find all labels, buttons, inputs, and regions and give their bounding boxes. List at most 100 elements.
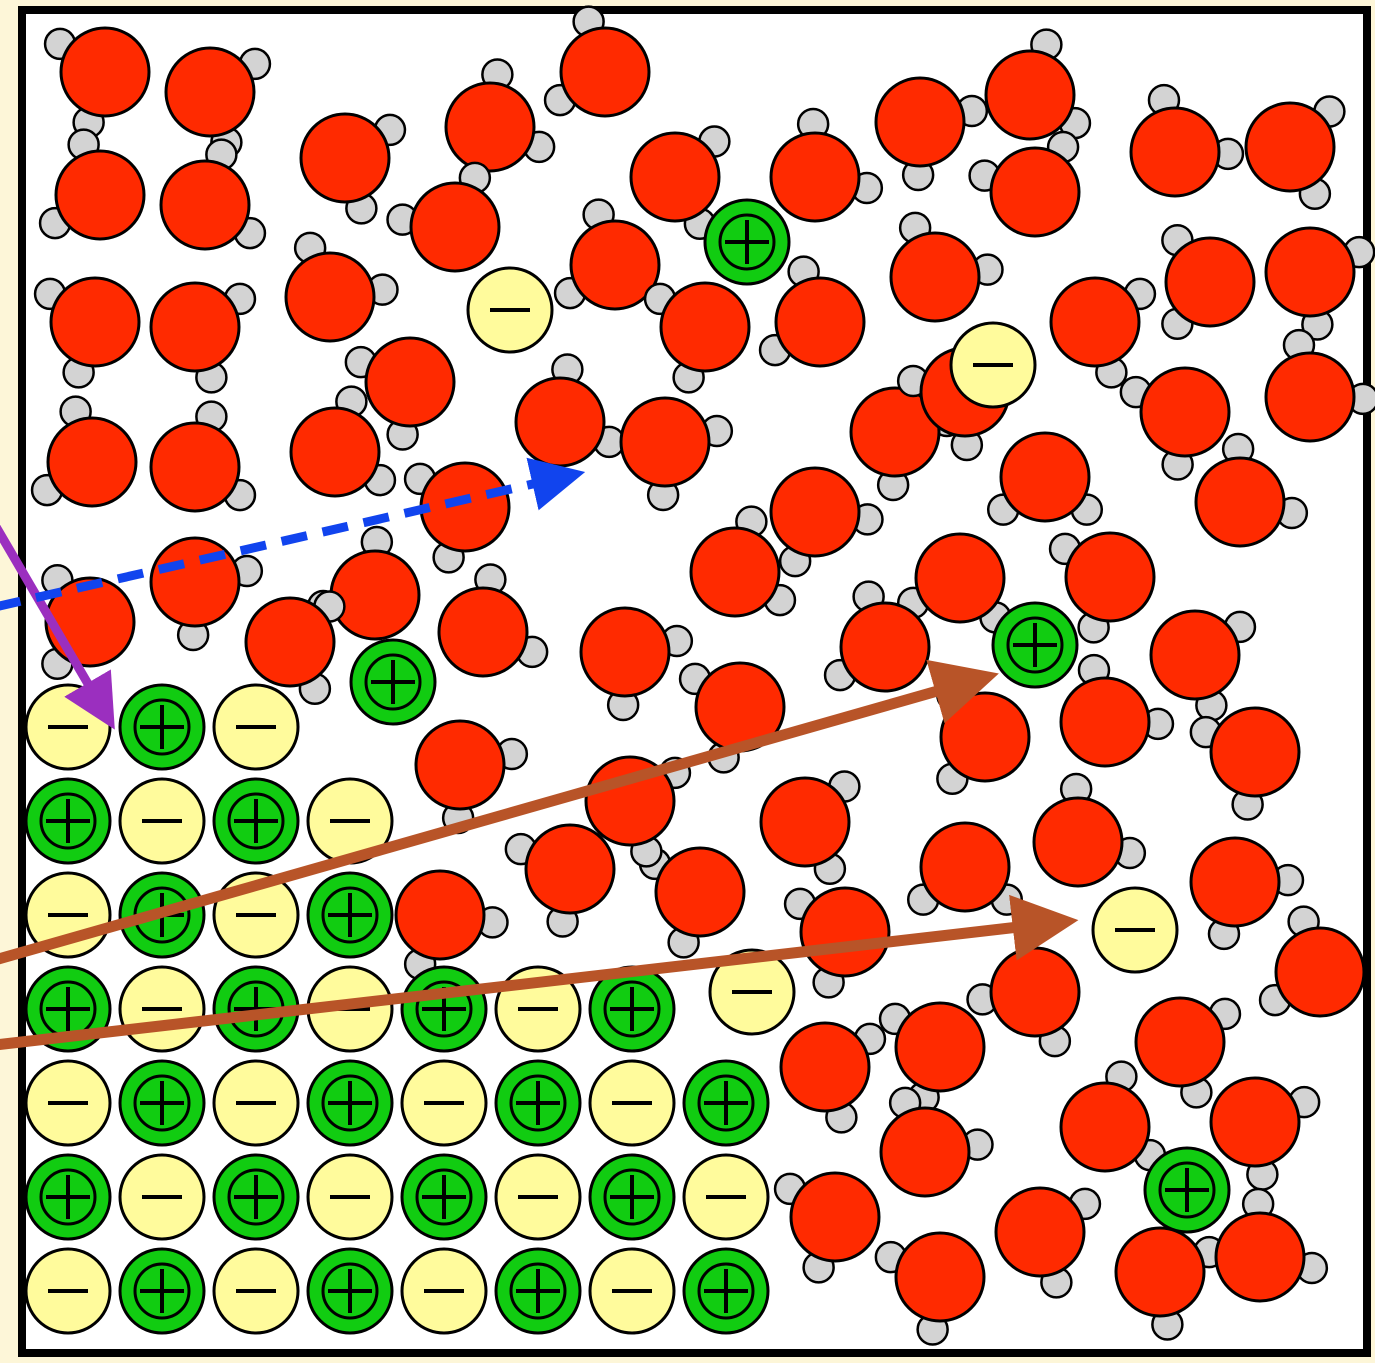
water-molecule <box>1214 1187 1329 1303</box>
water-molecule <box>444 58 556 173</box>
crystal-anion <box>118 777 206 865</box>
water-molecule <box>643 281 751 394</box>
crystal-cation <box>400 965 488 1053</box>
brown-arrow-lower <box>0 894 1079 1050</box>
crystal-anion <box>400 1247 488 1335</box>
plus-sign-icon <box>321 1074 379 1132</box>
plus-sign-icon <box>1158 1161 1216 1219</box>
crystal-anion <box>212 1059 300 1147</box>
water-molecule <box>437 563 549 678</box>
water-molecule <box>244 590 346 706</box>
crystal-anion <box>306 777 394 865</box>
water-molecule <box>1189 836 1305 951</box>
water-molecule <box>1264 328 1375 443</box>
crystal-anion <box>306 1153 394 1241</box>
water-molecule <box>758 255 866 368</box>
water-molecule <box>504 823 616 938</box>
water-molecule <box>1258 905 1366 1018</box>
dissolved-cation <box>703 198 791 286</box>
dissolved-anion <box>949 321 1037 409</box>
water-molecule <box>149 281 257 394</box>
water-molecule <box>289 385 397 498</box>
plus-sign-icon <box>509 1262 567 1320</box>
plus-sign-icon <box>39 792 97 850</box>
dissolved-anion <box>466 266 554 354</box>
crystal-anion <box>400 1059 488 1147</box>
plus-sign-icon <box>227 1168 285 1226</box>
water-molecule <box>553 198 661 311</box>
water-molecule <box>879 1086 994 1198</box>
crystal-cation <box>24 777 112 865</box>
water-molecule <box>689 505 797 618</box>
water-molecule <box>149 400 257 513</box>
dissolved-anion <box>1091 886 1179 974</box>
crystal-cation <box>494 1247 582 1335</box>
plus-sign-icon <box>1006 616 1064 674</box>
water-molecule <box>1129 83 1245 198</box>
crystal-cation <box>212 777 300 865</box>
plus-sign-icon <box>603 1168 661 1226</box>
crystal-cation <box>212 965 300 1053</box>
crystal-anion <box>24 1247 112 1335</box>
water-molecule <box>1149 609 1257 722</box>
plus-sign-icon <box>321 1262 379 1320</box>
plus-sign-icon <box>133 698 191 756</box>
water-molecule <box>1119 366 1231 481</box>
dissolved-cation <box>349 638 437 726</box>
water-molecule <box>773 1171 881 1284</box>
plus-sign-icon <box>133 1262 191 1320</box>
ionic-crystal-lattice <box>24 683 770 1335</box>
plus-sign-icon <box>227 792 285 850</box>
water-molecule <box>1059 653 1175 768</box>
water-molecule <box>159 138 267 251</box>
dissolved-anion <box>708 948 796 1036</box>
crystal-anion <box>588 1247 676 1335</box>
water-molecule <box>878 1001 986 1114</box>
crystal-cation <box>588 1153 676 1241</box>
crystal-anion <box>212 683 300 771</box>
crystal-anion <box>494 1153 582 1241</box>
plus-sign-icon <box>697 1262 755 1320</box>
water-molecule <box>1244 95 1346 211</box>
water-molecule <box>619 396 734 512</box>
crystal-anion <box>682 1153 770 1241</box>
water-molecule <box>1161 223 1256 341</box>
water-molecule <box>284 231 399 343</box>
water-molecule <box>994 1186 1102 1299</box>
crystal-cation <box>212 1153 300 1241</box>
blue-dashed-arrow <box>0 457 586 611</box>
motion-arrows <box>0 457 1079 1050</box>
water-molecule <box>874 1231 986 1346</box>
crystal-cation <box>682 1247 770 1335</box>
plus-sign-icon <box>321 886 379 944</box>
water-molecule <box>1209 1076 1321 1191</box>
crystal-anion <box>588 1059 676 1147</box>
water-molecule <box>823 580 931 693</box>
plus-sign-icon <box>415 1168 473 1226</box>
water-molecule <box>1264 226 1375 341</box>
water-molecule <box>986 431 1104 526</box>
crystal-cation <box>494 1059 582 1147</box>
crystal-cation <box>24 1153 112 1241</box>
water-molecule <box>38 128 146 241</box>
water-molecule <box>874 76 989 192</box>
crystal-cation <box>400 1153 488 1241</box>
crystal-cation <box>118 683 206 771</box>
water-molecule <box>386 161 501 273</box>
water-molecule <box>678 661 786 774</box>
water-molecule <box>344 336 456 451</box>
water-molecule <box>1032 772 1147 888</box>
crystal-anion <box>118 1153 206 1241</box>
water-molecule <box>769 466 884 578</box>
water-molecule <box>1114 1226 1226 1341</box>
plus-sign-icon <box>697 1074 755 1132</box>
plus-sign-icon <box>39 1168 97 1226</box>
water-molecule <box>1134 996 1242 1109</box>
water-molecule <box>403 461 511 574</box>
plus-sign-icon <box>509 1074 567 1132</box>
dissolved-cation <box>991 601 1079 689</box>
crystal-cation <box>118 1059 206 1147</box>
water-molecule <box>896 532 1012 634</box>
plus-sign-icon <box>364 653 422 711</box>
